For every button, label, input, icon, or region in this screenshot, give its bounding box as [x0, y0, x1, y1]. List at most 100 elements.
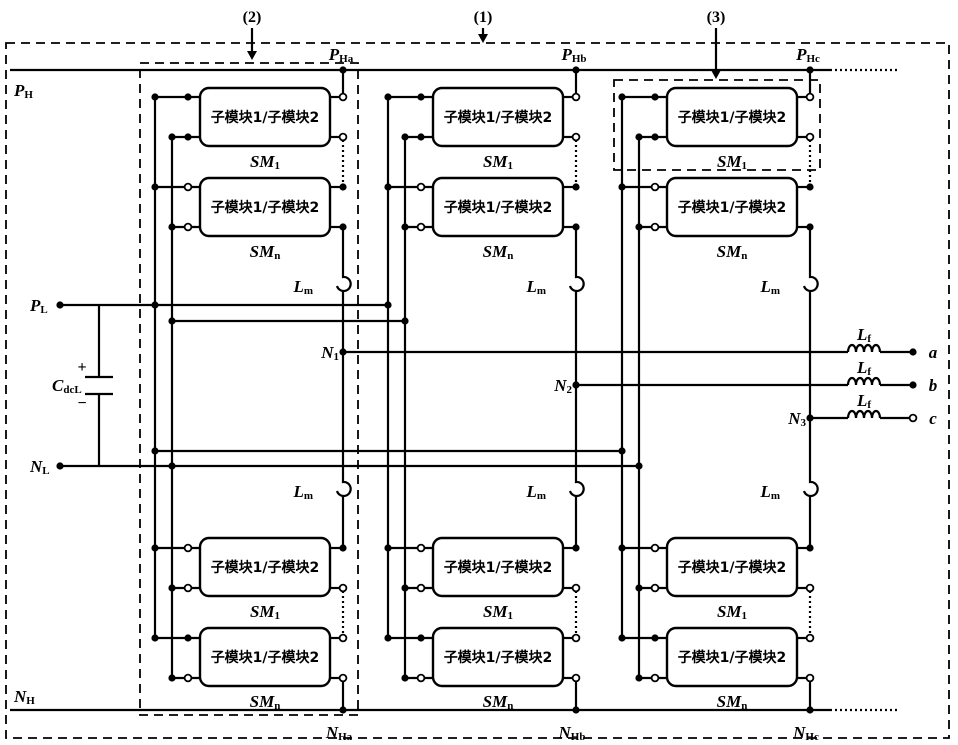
phase-bottom-label-main: N — [325, 723, 339, 742]
junction-dot — [572, 706, 579, 713]
junction-dot — [339, 183, 346, 190]
inductor-lf-icon — [848, 411, 880, 418]
junction-dot — [339, 66, 346, 73]
junction-dot — [401, 223, 408, 230]
phase-node-label-sub: 2 — [567, 384, 573, 396]
smn-label: SMn — [483, 692, 514, 712]
phase-bottom-label-main: N — [558, 723, 572, 742]
phase-top-label: PHa — [328, 45, 354, 65]
phase-top-label-main: P — [795, 45, 807, 64]
phase-bottom-label-main: N — [792, 723, 806, 742]
junction-dot — [635, 223, 642, 230]
pl-label-sub: L — [40, 304, 47, 316]
inductor-lm-icon — [804, 273, 818, 297]
smn-label-sub: n — [507, 250, 513, 262]
smn-label-main: SM — [483, 692, 508, 711]
junction-dot — [384, 93, 391, 100]
terminal-circle — [340, 585, 347, 592]
smn-label: SMn — [483, 242, 514, 262]
cdcl-label: CdcL — [52, 376, 82, 396]
junction-dot — [635, 584, 642, 591]
terminal-circle — [807, 675, 814, 682]
smn-label: SMn — [250, 692, 281, 712]
terminal-circle — [652, 675, 659, 682]
submodule-text: 子模块1/子模块2 — [444, 559, 553, 576]
lm-upper-label: Lm — [292, 277, 313, 297]
junction-dot — [168, 584, 175, 591]
sm1-label-sub: 1 — [742, 610, 748, 622]
terminal-circle — [185, 184, 192, 191]
junction-dot — [572, 183, 579, 190]
lm-lower-label: Lm — [525, 482, 546, 502]
phase-node-label-main: N — [320, 343, 334, 362]
smn-label-main: SM — [717, 692, 742, 711]
terminal-circle — [185, 545, 192, 552]
lm-upper-label-main: L — [525, 277, 536, 296]
sm1-label-main: SM — [483, 602, 508, 621]
junction-dot — [401, 317, 408, 324]
terminal-circle — [652, 545, 659, 552]
terminal-circle — [652, 585, 659, 592]
lm-lower-label: Lm — [292, 482, 313, 502]
capacitor-plus-sign: + — [77, 359, 86, 376]
lm-upper-label-sub: m — [771, 285, 780, 297]
lm-lower-label-main: L — [525, 482, 536, 501]
smn-label-main: SM — [717, 242, 742, 261]
submodule-text: 子模块1/子模块2 — [444, 649, 553, 666]
submodule-text: 子模块1/子模块2 — [678, 109, 787, 126]
junction-dot — [806, 183, 813, 190]
junction-dot — [806, 66, 813, 73]
lf-label: Lf — [856, 391, 871, 411]
phase-top-label-sub: Ha — [339, 53, 354, 65]
lf-label: Lf — [856, 325, 871, 345]
sm1-label-main: SM — [483, 152, 508, 171]
phase-bottom-label-sub: Ha — [338, 731, 353, 743]
callout-3-label: (3) — [707, 9, 726, 26]
phase-top-label: PHc — [795, 45, 820, 65]
terminal-circle — [185, 224, 192, 231]
junction-dot — [806, 544, 813, 551]
terminal-circle — [418, 184, 425, 191]
terminal-circle — [185, 585, 192, 592]
capacitor-minus-sign: − — [77, 395, 86, 412]
junction-dot — [417, 93, 424, 100]
terminal-circle — [652, 224, 659, 231]
sm1-label: SM1 — [250, 152, 280, 172]
lf-label-main: L — [856, 325, 867, 344]
terminal-circle — [418, 545, 425, 552]
inductor-lm-icon — [337, 273, 351, 297]
junction-dot — [384, 634, 391, 641]
junction-dot — [151, 301, 158, 308]
lm-lower-label-sub: m — [537, 490, 546, 502]
lm-lower-label-sub: m — [304, 490, 313, 502]
lm-lower-label-sub: m — [771, 490, 780, 502]
phase-node-label: N1 — [320, 343, 339, 363]
lf-label-sub: f — [867, 366, 871, 378]
submodule-text: 子模块1/子模块2 — [678, 559, 787, 576]
phase-node-label-sub: 1 — [334, 351, 340, 363]
pl-label: PL — [29, 296, 48, 316]
phase-top-label: PHb — [560, 45, 586, 65]
phase-node-label-main: N — [553, 376, 567, 395]
sm1-label-main: SM — [250, 602, 275, 621]
junction-dot — [417, 133, 424, 140]
lm-upper-label: Lm — [759, 277, 780, 297]
sm1-label-sub: 1 — [508, 160, 514, 172]
junction-dot — [384, 183, 391, 190]
submodule-text: 子模块1/子模块2 — [211, 559, 320, 576]
terminal-circle — [340, 675, 347, 682]
junction-dot — [909, 381, 916, 388]
junction-dot — [184, 133, 191, 140]
ph-label-main: P — [13, 81, 25, 100]
junction-dot — [168, 462, 175, 469]
junction-dot — [618, 93, 625, 100]
nl-label-main: N — [29, 457, 43, 476]
sm1-label: SM1 — [483, 152, 513, 172]
phase-top-label-sub: Hb — [572, 53, 587, 65]
lf-label-sub: f — [867, 333, 871, 345]
sm1-label-main: SM — [717, 152, 742, 171]
inductor-lm-icon — [570, 478, 584, 502]
submodule-text: 子模块1/子模块2 — [678, 199, 787, 216]
phase-node-label-main: N — [787, 409, 801, 428]
cdcl-label-main: C — [52, 376, 64, 395]
